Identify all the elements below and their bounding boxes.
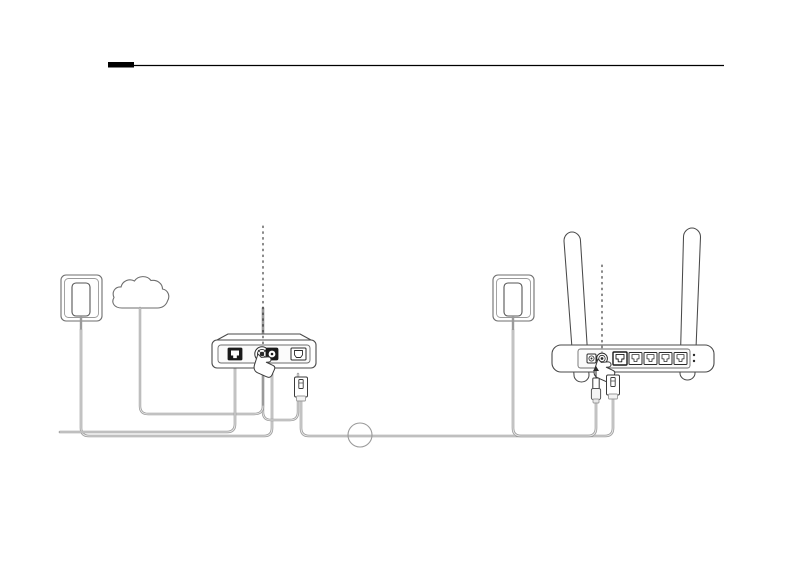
cable-modem-lan-drop xyxy=(58,366,237,434)
power-adapter-body-right xyxy=(503,282,523,317)
cable-phone-line xyxy=(138,306,300,422)
rj45-plug-free-left xyxy=(294,376,308,402)
router-power-jack[interactable] xyxy=(586,353,597,364)
dc-plug-router xyxy=(590,377,602,404)
cable-power-router xyxy=(511,328,598,438)
modem-top-face xyxy=(216,333,312,341)
cloud-icon xyxy=(112,276,170,309)
modem-lan-port[interactable] xyxy=(227,347,243,361)
modem-dsl-port[interactable] xyxy=(290,347,307,361)
power-adapter-body-left xyxy=(71,282,91,317)
rj45-plug-free-right xyxy=(606,374,620,400)
header-tab-mark xyxy=(108,62,134,68)
label-marker-circle: Ethernet cable highlight xyxy=(0,107,168,124)
cable-ethernet xyxy=(299,395,615,448)
modem xyxy=(211,333,317,369)
header-rule-group xyxy=(108,62,724,68)
wall-outlet-left xyxy=(60,274,103,330)
router xyxy=(551,227,715,383)
router-wan-port[interactable] xyxy=(612,351,628,366)
router-indicator-dots xyxy=(692,353,696,363)
router-lan-port-1[interactable] xyxy=(628,352,643,365)
router-lan-port-4[interactable] xyxy=(673,352,688,365)
cable-highlight-circle xyxy=(347,422,373,448)
router-antenna-right xyxy=(679,227,702,381)
cloud-internet xyxy=(112,276,170,309)
router-lan-port-2[interactable] xyxy=(643,352,658,365)
router-lan-port-3[interactable] xyxy=(658,352,673,365)
wall-outlet-right xyxy=(492,274,535,330)
